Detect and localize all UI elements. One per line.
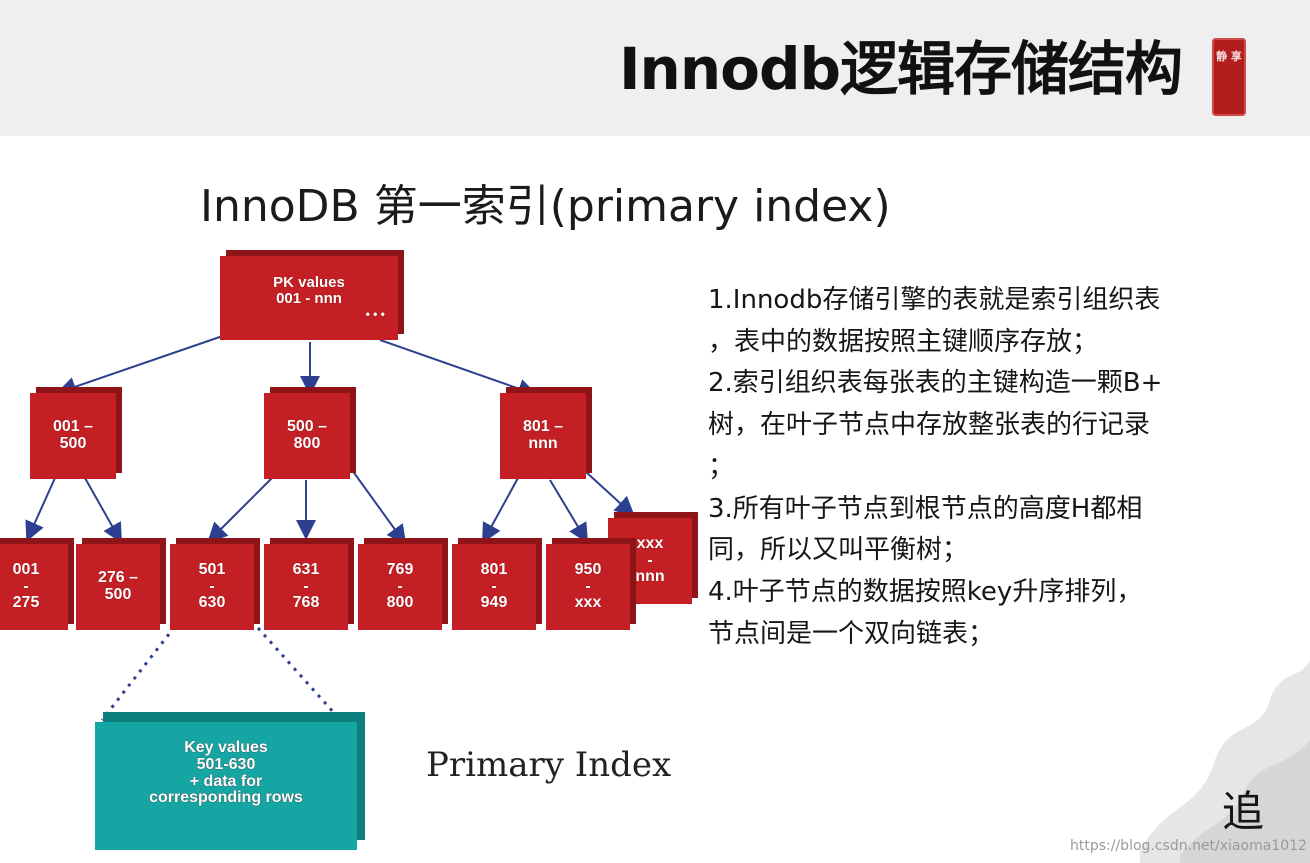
description-line: 4.叶子节点的数据按照key升序排列， [708,572,1308,614]
description-line: 同，所以又叫平衡树； [708,530,1308,572]
description-line: 3.所有叶子节点到根节点的高度H都相 [708,489,1308,531]
leaf-node-6-label: 801 - 949 [481,562,508,612]
description-line: 1.Innodb存储引擎的表就是索引组织表 [708,280,1308,322]
leaf-node-2-label: 276 – 500 [98,570,138,604]
dotted-link-left [102,620,180,720]
primary-index-label: Primary Index [426,745,671,785]
edge-node2-to-leaf-5 [352,470,404,542]
internal-node-1-label: 001 – 500 [53,419,93,453]
edge-node1-to-leaf-2 [85,478,120,540]
description-text: 1.Innodb存储引擎的表就是索引组织表 ，表中的数据按照主键顺序存放； 2.… [708,280,1308,655]
leaf-node-1-label: 001 - 275 [13,562,40,612]
internal-node-3: 801 – nnn [500,393,586,479]
edge-root-to-node-1 [60,330,240,392]
leaf-node-5: 769 - 800 [358,544,442,630]
leaf-detail-box: Key values 501-630 + data for correspond… [95,722,357,850]
leaf-node-7: 950 - xxx [546,544,630,630]
internal-node-1: 001 – 500 [30,393,116,479]
edge-root-to-node-3 [380,340,534,394]
description-line: ，表中的数据按照主键顺序存放； [708,322,1308,364]
internal-node-3-label: 801 – nnn [523,419,563,453]
leaf-node-3: 501 - 630 [170,544,254,630]
root-node: PK values 001 - nnn • • • [220,256,398,340]
leaf-node-4: 631 - 768 [264,544,348,630]
leaf-node-1: 001 - 275 [0,544,68,630]
edge-node1-to-leaf-1 [28,478,55,538]
edge-node3-to-leaf-7 [550,480,586,540]
leaf-node-7-label: 950 - xxx [575,562,602,612]
edge-node2-to-leaf-3 [210,478,272,540]
leaf-node-6: 801 - 949 [452,544,536,630]
leaf-node-8-label: xxx - nnn [635,536,664,586]
description-line: 树，在叶子节点中存放整张表的行记录 [708,405,1308,447]
edge-node3-to-leaf-8 [586,472,632,514]
root-ellipsis: • • • [273,308,385,321]
leaf-node-4-label: 631 - 768 [293,562,320,612]
leaf-node-2: 276 – 500 [76,544,160,630]
ink-landscape-decoration [1120,640,1310,863]
description-line: 2.索引组织表每张表的主键构造一颗B+ [708,363,1308,405]
watermark-url: https://blog.csdn.net/xiaoma1012 [1070,838,1307,854]
brush-calligraphy: 追 [1222,778,1264,839]
internal-node-2: 500 – 800 [264,393,350,479]
leaf-node-5-label: 769 - 800 [387,562,414,612]
leaf-node-3-label: 501 - 630 [199,562,226,612]
internal-node-2-label: 500 – 800 [287,419,327,453]
edge-node3-to-leaf-6 [484,478,518,540]
dotted-link-right [258,628,335,714]
leaf-detail-label: Key values 501-630 + data for correspond… [149,722,303,807]
root-node-label: PK values 001 - nnn [273,275,345,307]
description-line: ； [708,447,1308,489]
